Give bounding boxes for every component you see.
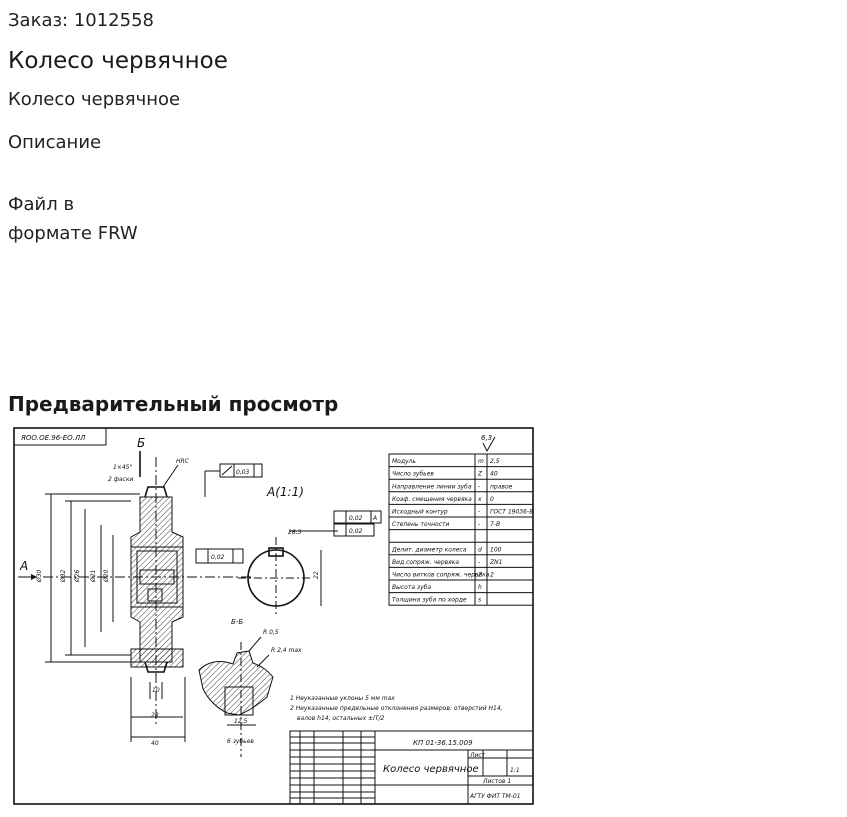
param-name: Число зубьев xyxy=(392,471,434,478)
drawing-preview[interactable]: ЯОО.ОЕ.96-ЕО.ЛЛ 6,3 xyxy=(13,427,534,805)
section-bb-label: Б-Б xyxy=(231,618,243,626)
description-heading: Описание xyxy=(8,132,102,153)
param-value: 7-В xyxy=(490,521,500,528)
note-1: 1 Неуказанные уклоны 5 мм max xyxy=(290,695,395,702)
param-name: Исходный контур xyxy=(392,509,448,516)
stamp-box xyxy=(13,427,107,446)
view-a-label: А xyxy=(19,559,28,573)
param-value: ГОСТ 19036-81 xyxy=(490,509,534,516)
tolerance-frame-sym: 0,02 А 0,02 xyxy=(333,510,382,537)
radius-1: R 0,5 xyxy=(263,629,279,636)
tolerance-frame-flatness: 0,03 xyxy=(204,463,263,497)
param-value: правое xyxy=(490,483,513,490)
dim-28: 28 xyxy=(151,712,159,719)
param-value: 2,5 xyxy=(490,458,500,465)
dim-d30: Ø30 xyxy=(36,569,43,583)
param-name: Число витков сопряж. червяка xyxy=(392,572,490,579)
dim-d26: Ø26 xyxy=(74,569,81,583)
param-symbol: - xyxy=(478,483,480,490)
title-block: КП 01-36.15.009 Колесо червячное Лист 1:… xyxy=(289,730,534,805)
chamfer-note: 1×45° xyxy=(113,464,132,471)
tol-flatness-value: 0,03 xyxy=(236,469,250,476)
file-format-line-2: формате FRW xyxy=(8,223,138,244)
note-3: валов h14, остальных ±IT/2 xyxy=(297,715,385,722)
hrc-note: НRС xyxy=(176,458,190,465)
tol-par-value: 0,02 xyxy=(349,528,363,535)
product-subtitle: Колесо червячное xyxy=(8,89,181,110)
param-symbol: - xyxy=(478,559,480,566)
param-symbol: Z xyxy=(477,471,483,478)
dim-40: 40 xyxy=(151,740,159,747)
param-name: Толщина зуба по хорде xyxy=(392,597,467,604)
dim-tooth: 12,5 xyxy=(234,718,248,725)
dim-d32: Ø32 xyxy=(60,569,67,583)
preview-heading: Предварительный просмотр xyxy=(8,392,339,416)
param-name: Делит. диаметр колеса xyxy=(391,546,467,553)
note-2: 2 Неуказанные предельные отклонения разм… xyxy=(290,705,503,712)
organization: АГТУ ФИТ ТМ-01 xyxy=(469,793,521,800)
roughness-symbol xyxy=(482,436,496,453)
param-symbol: d xyxy=(478,546,482,553)
param-name: Вид сопряж. червяка xyxy=(392,559,459,566)
param-symbol: s xyxy=(478,597,481,604)
page-title: Колесо червячное xyxy=(8,48,228,74)
section-a-view xyxy=(238,530,338,617)
roughness-mark: 6,3 xyxy=(481,434,492,442)
scale-value: 1:1 xyxy=(510,767,520,774)
wheel-section-view xyxy=(43,457,253,727)
dim-22: 22 xyxy=(313,571,320,579)
sheets-count: Листов 1 xyxy=(482,778,511,785)
drawing-frame xyxy=(13,427,534,805)
param-value: 2 xyxy=(490,572,494,579)
tooth-count-note: 6 зубьев xyxy=(227,738,254,745)
param-value: 0 xyxy=(490,496,494,503)
technical-drawing: ЯОО.ОЕ.96-ЕО.ЛЛ 6,3 xyxy=(13,427,534,805)
dim-10: 10 xyxy=(152,687,160,694)
radius-2: R 2,4 max xyxy=(271,647,302,654)
param-symbol: Z xyxy=(477,572,483,579)
param-symbol: x xyxy=(477,496,482,503)
dim-d21: Ø21 xyxy=(90,570,97,583)
tol-sym-value: 0,02 xyxy=(349,515,363,522)
param-symbol: m xyxy=(478,458,484,465)
chamfer-count: 2 фаски xyxy=(108,476,133,483)
param-value: 40 xyxy=(490,471,498,478)
param-symbol: - xyxy=(478,521,480,528)
view-b-label: Б xyxy=(137,436,145,450)
param-symbol: h xyxy=(478,584,482,591)
param-name: Высота зуба xyxy=(392,584,431,591)
dim-28-3: 28,3 xyxy=(288,529,302,536)
drawing-name: Колесо червячное xyxy=(383,764,479,775)
tooth-section-view xyxy=(198,642,274,757)
drawing-code: КП 01-36.15.009 xyxy=(413,739,473,747)
tol-runout-value: 0,02 xyxy=(211,554,225,561)
param-value: 100 xyxy=(490,546,502,553)
param-name: Модуль xyxy=(392,458,416,465)
param-value: ZN1 xyxy=(489,559,502,566)
file-format-line-1: Файл в xyxy=(8,194,75,215)
tolerance-frame-runout: 0,02 xyxy=(195,548,244,564)
param-name: Направление линии зуба xyxy=(392,483,472,490)
param-name: Степень точности xyxy=(392,521,449,528)
param-name: Коэф. смещения червяка xyxy=(392,496,472,503)
stamp-code: ЯОО.ОЕ.96-ЕО.ЛЛ xyxy=(20,434,86,442)
dimension-lines xyxy=(45,493,186,742)
tol-sym-ref: А xyxy=(372,515,377,522)
dim-d20: Ø20 xyxy=(103,569,110,583)
section-a-label: А(1:1) xyxy=(266,485,304,499)
sheet-label: Лист xyxy=(469,752,486,759)
param-symbol: - xyxy=(478,509,480,516)
order-number: Заказ: 1012558 xyxy=(8,10,154,31)
